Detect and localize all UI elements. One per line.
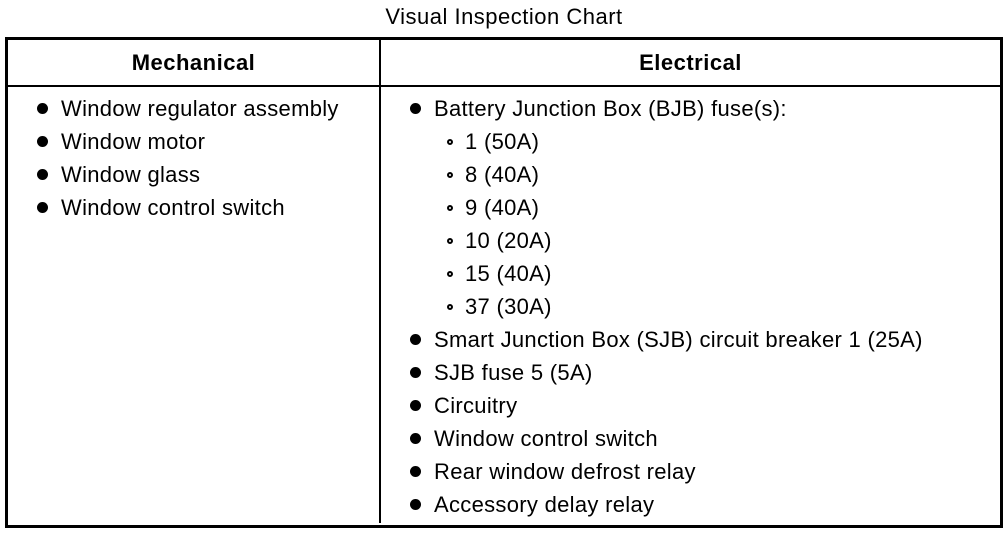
column-header-mechanical: Mechanical [8,40,381,85]
list-item: Rear window defrost relay [381,455,1000,488]
item-label: Smart Junction Box (SJB) circuit breaker… [434,326,923,352]
circle-bullet-icon [447,270,453,277]
electrical-cell: Battery Junction Box (BJB) fuse(s): 1 (50… [381,87,1000,523]
filled-bullet-icon [37,103,48,114]
list-item: Window control switch [8,191,379,224]
item-label: SJB fuse 5 (5A) [434,359,593,385]
table-header-row: Mechanical Electrical [8,40,1000,87]
filled-bullet-icon [410,334,421,345]
document-page: Visual Inspection Chart Mechanical Elect… [5,4,1003,528]
sub-list-item: 10 (20A) [381,224,1000,257]
circle-bullet-icon [447,303,453,310]
list-item: Smart Junction Box (SJB) circuit breaker… [381,323,1000,356]
visual-inspection-table: Mechanical Electrical Window regulator a… [5,37,1003,528]
item-label: Rear window defrost relay [434,458,696,484]
item-label: Window glass [61,161,201,187]
column-item-list: Battery Junction Box (BJB) fuse(s): 1 (50… [381,92,1000,521]
item-label: Circuitry [434,392,518,418]
item-label: Window control switch [61,194,285,220]
item-label: Window motor [61,128,206,154]
filled-bullet-icon [37,202,48,213]
sub-list-item: 37 (30A) [381,290,1000,323]
circle-bullet-icon [447,138,453,145]
list-item: Window control switch [381,422,1000,455]
sub-list-item: 15 (40A) [381,257,1000,290]
circle-bullet-icon [447,204,453,211]
list-item: Battery Junction Box (BJB) fuse(s): [381,92,1000,125]
sub-item-label: 8 (40A) [465,161,540,187]
item-label: Window control switch [434,425,658,451]
sub-item-label: 15 (40A) [465,260,552,286]
sub-item-label: 9 (40A) [465,194,540,220]
list-item: Window regulator assembly [8,92,379,125]
list-item: SJB fuse 5 (5A) [381,356,1000,389]
sub-list-item: 9 (40A) [381,191,1000,224]
filled-bullet-icon [410,103,421,114]
filled-bullet-icon [410,433,421,444]
list-item: Window glass [8,158,379,191]
filled-bullet-icon [37,169,48,180]
filled-bullet-icon [410,466,421,477]
filled-bullet-icon [410,499,421,510]
column-header-electrical: Electrical [639,49,742,75]
sub-item-label: 37 (30A) [465,293,552,319]
list-item: Window motor [8,125,379,158]
item-label: Accessory delay relay [434,491,655,517]
sub-list-item: 1 (50A) [381,125,1000,158]
circle-bullet-icon [447,237,453,244]
list-item: Circuitry [381,389,1000,422]
sub-item-label: 1 (50A) [465,128,540,154]
item-label: Window regulator assembly [61,95,339,121]
sub-list-item: 8 (40A) [381,158,1000,191]
item-label: Battery Junction Box (BJB) fuse(s): [434,95,787,121]
list-item: Accessory delay relay [381,488,1000,521]
sub-item-label: 10 (20A) [465,227,552,253]
page-title: Visual Inspection Chart [385,4,623,29]
circle-bullet-icon [447,171,453,178]
filled-bullet-icon [410,367,421,378]
filled-bullet-icon [410,400,421,411]
filled-bullet-icon [37,136,48,147]
